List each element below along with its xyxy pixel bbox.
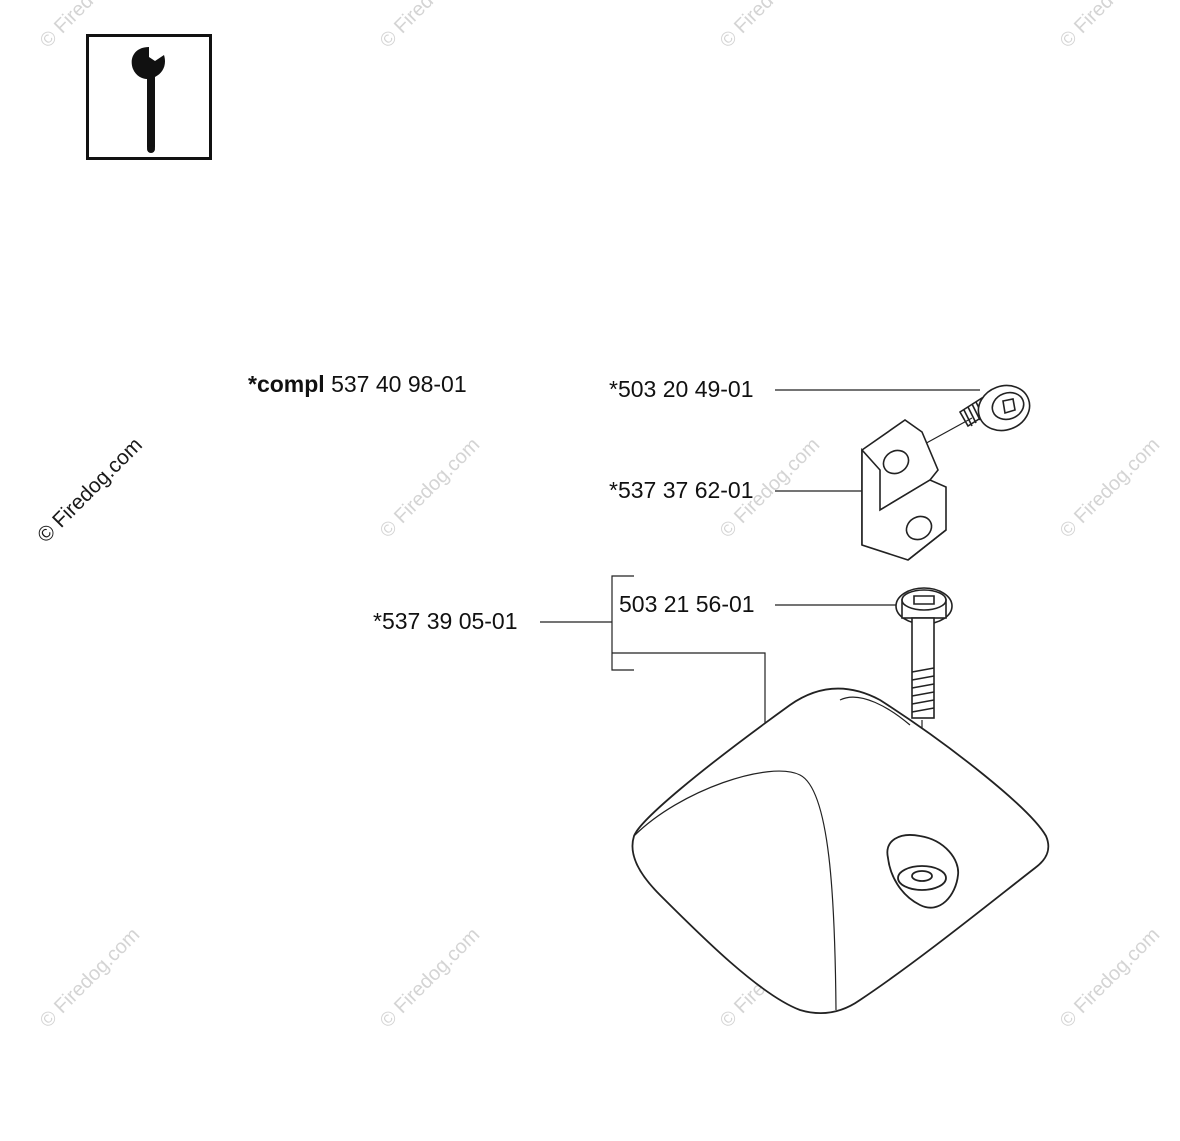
bolt bbox=[895, 587, 953, 719]
part-label-bolt: 503 21 56-01 bbox=[619, 591, 755, 617]
assembly-bracket bbox=[611, 575, 634, 671]
clamp-block bbox=[861, 419, 947, 561]
part-label-clamp-block: *537 37 62-01 bbox=[609, 477, 754, 503]
wrench-icon bbox=[131, 47, 165, 153]
service-icon-frame bbox=[86, 34, 212, 160]
handle-base bbox=[631, 687, 1050, 1015]
part-label-handle-assembly: *537 39 05-01 bbox=[373, 608, 518, 634]
part-label-cap-screw: *503 20 49-01 bbox=[609, 376, 754, 402]
leader-handle bbox=[612, 652, 766, 730]
kit-label: *compl 537 40 98-01 bbox=[248, 371, 467, 397]
cap-screw bbox=[958, 384, 1031, 432]
